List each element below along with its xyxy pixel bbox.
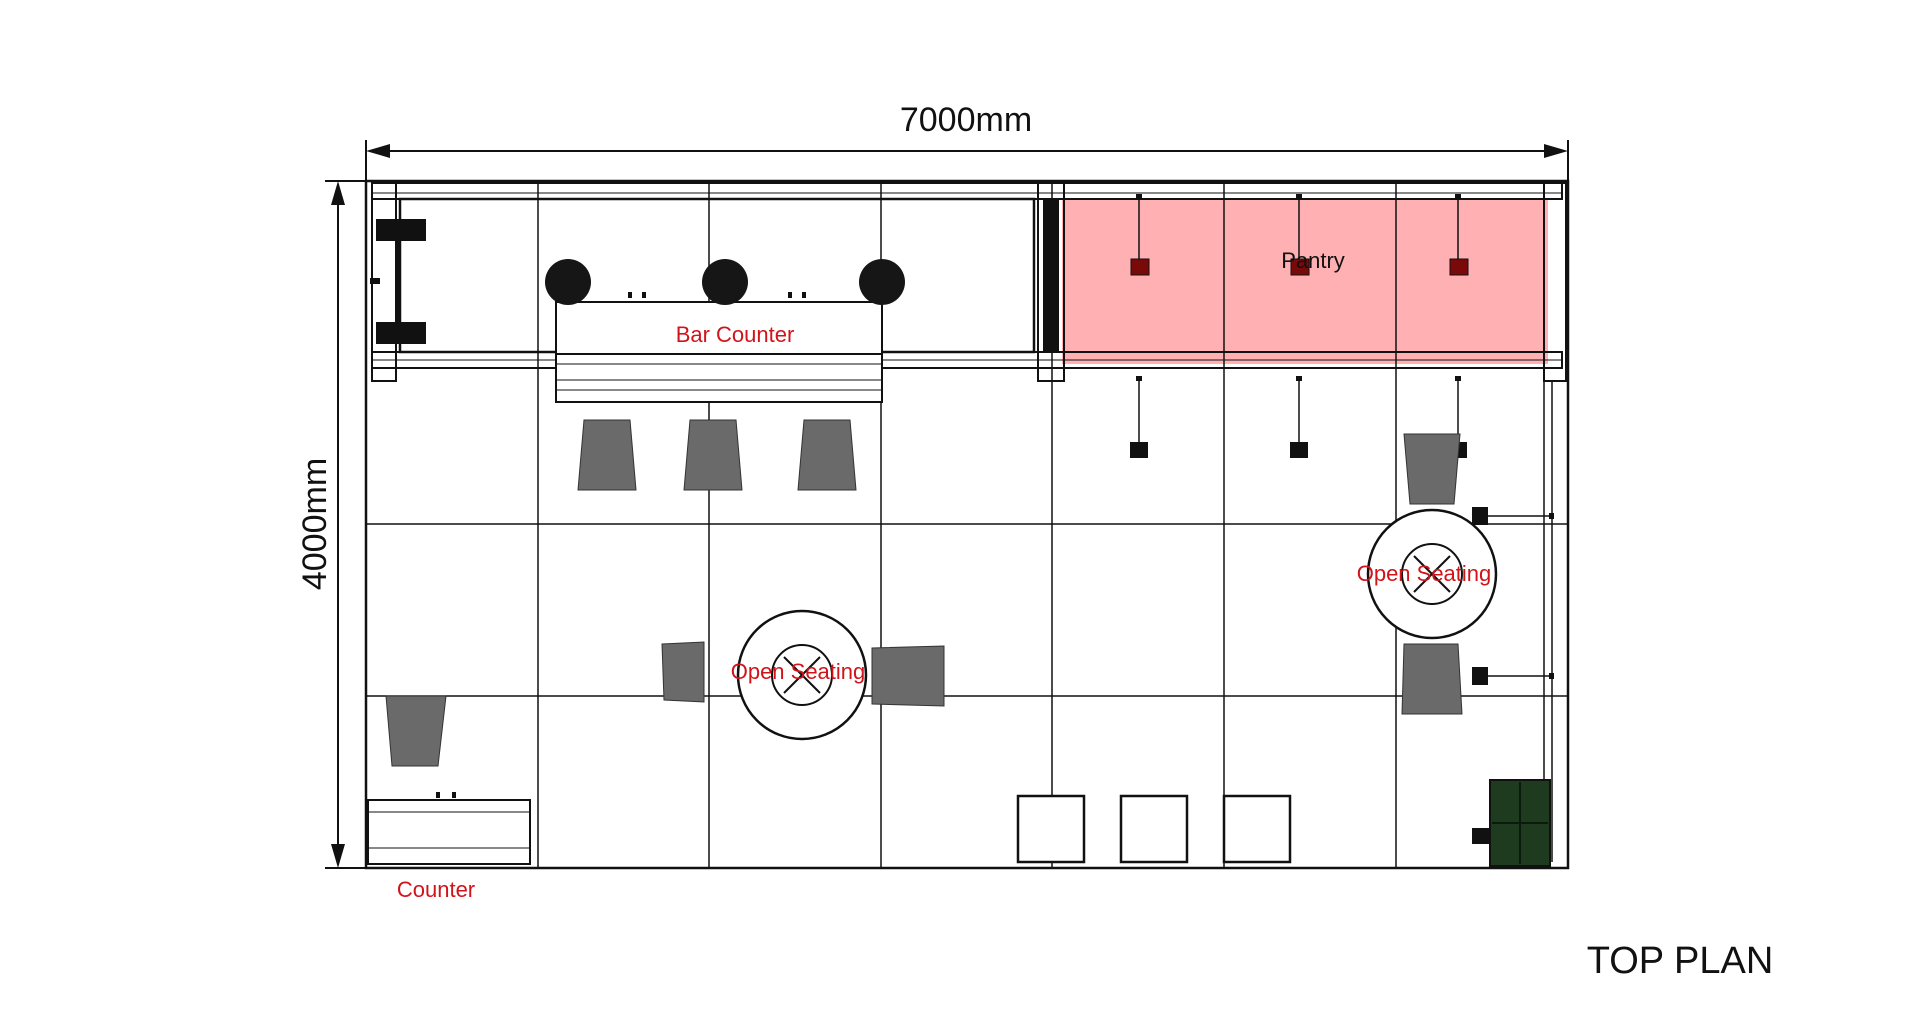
spotlight-icon: [1130, 258, 1150, 276]
bar-chairs: [577, 419, 857, 491]
bar-stool-icon: [702, 259, 748, 305]
spotlight-icon: [1290, 442, 1308, 458]
chair-icon: [385, 695, 447, 767]
chair-icon: [577, 419, 637, 491]
open-seating-center-label: Open Seating: [731, 659, 866, 684]
chair-icon: [871, 645, 945, 707]
pantry-label: Pantry: [1281, 248, 1345, 273]
chair-icon: [683, 419, 743, 491]
bar-counter: [555, 301, 883, 403]
spotlight-icon: [1290, 258, 1310, 276]
table-top-icon: [771, 644, 833, 706]
right-table-group: [1366, 433, 1498, 715]
bar-stool-icon: [859, 259, 905, 305]
spotlight-icon: [1472, 667, 1488, 685]
width-label: 7000mm: [900, 101, 1032, 139]
spotlight-icon: [1130, 442, 1148, 458]
bar-stools: [545, 259, 905, 305]
pantry-zone: [1062, 199, 1548, 364]
bar-stool-icon: [545, 259, 591, 305]
chair-icon: [1403, 433, 1461, 505]
bar-counter-label: Bar Counter: [676, 322, 795, 347]
table-top-icon: [1401, 543, 1463, 605]
width-dimension: [365, 140, 1569, 185]
center-table-group: [661, 609, 945, 741]
plant-box: [1472, 779, 1551, 867]
floor-lights: [1130, 376, 1554, 685]
chair-icon: [661, 641, 705, 703]
cube-seat-icon: [1119, 794, 1189, 864]
cube-seat-icon: [1222, 794, 1292, 864]
counter-label: Counter: [397, 877, 475, 902]
pantry-lights: [1130, 194, 1469, 276]
plan-title: TOP PLAN: [1587, 940, 1774, 982]
bar-tap-marks: [628, 292, 806, 298]
spotlight-icon: [1449, 258, 1469, 276]
cube-seats: [1016, 794, 1292, 864]
height-label: 4000mm: [296, 458, 334, 590]
chair-icon: [1401, 643, 1463, 715]
height-dimension: [325, 180, 372, 869]
cube-seat-icon: [1016, 794, 1086, 864]
left-wall-brackets: [370, 219, 426, 344]
chair-icon: [797, 419, 857, 491]
spotlight-icon: [1472, 507, 1488, 525]
front-counter: [367, 695, 531, 865]
open-seating-right-label: Open Seating: [1357, 561, 1492, 586]
